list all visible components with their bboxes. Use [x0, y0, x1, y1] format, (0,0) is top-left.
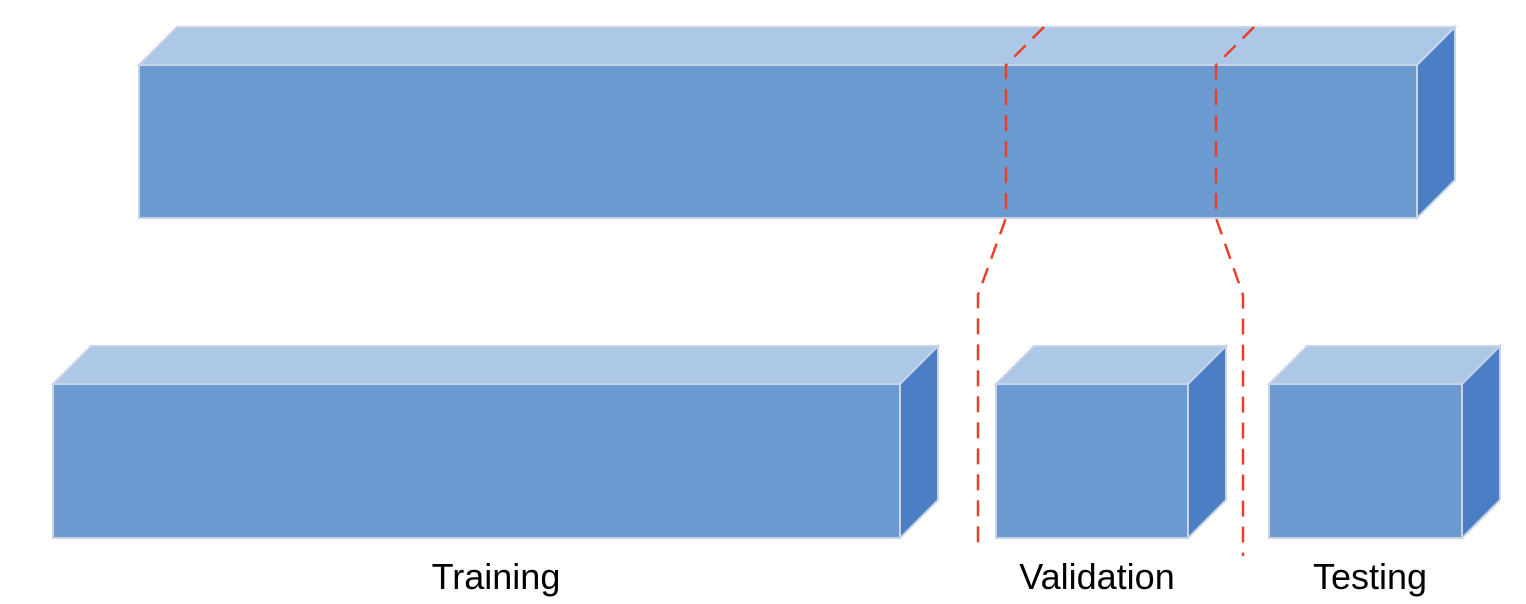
training-front-face: [52, 383, 901, 539]
testing-front-face: [1268, 383, 1463, 539]
training-block: [50, 343, 941, 541]
testing-top-face: [1266, 345, 1503, 385]
train-validation-split-line: [976, 26, 1045, 548]
testing-block: [1266, 343, 1503, 541]
full-dataset-front-face: [138, 64, 1418, 219]
validation-test-split-line: [1214, 26, 1255, 556]
validation-top-face: [993, 345, 1229, 385]
validation-label: Validation: [1019, 556, 1174, 597]
testing-label: Testing: [1313, 556, 1427, 597]
full-dataset-top-face: [136, 26, 1458, 66]
validation-front-face: [995, 383, 1189, 539]
training-label: Training: [432, 556, 561, 597]
full-dataset-block: [136, 24, 1458, 221]
validation-block: [993, 343, 1229, 541]
training-top-face: [50, 345, 941, 385]
